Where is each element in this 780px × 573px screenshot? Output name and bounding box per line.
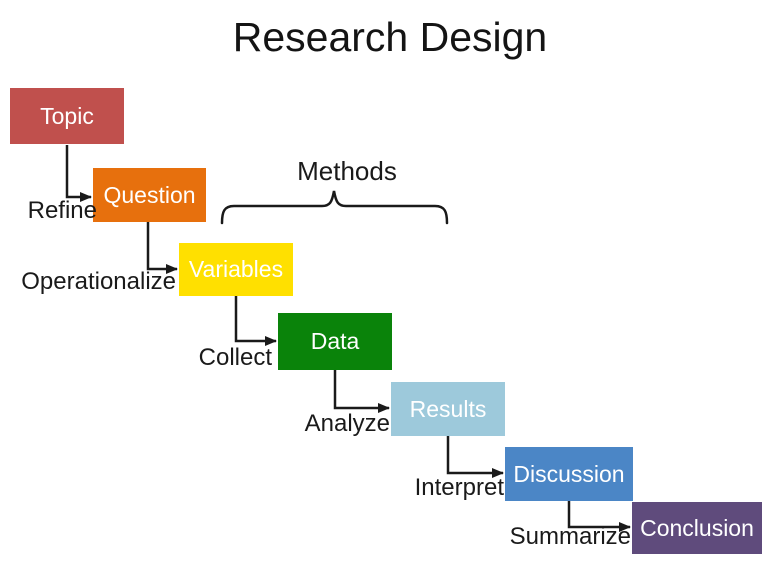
node-data: Data (278, 313, 392, 370)
edge-label-collect: Collect (198, 344, 272, 371)
edge-label-analyze: Analyze (304, 410, 390, 437)
node-conclusion: Conclusion (632, 502, 762, 554)
node-question: Question (93, 168, 206, 222)
arrow-variables-to-data (234, 296, 277, 346)
arrow-data-to-results (333, 370, 390, 413)
node-discussion: Discussion (505, 447, 633, 501)
arrow-question-to-variables (146, 222, 178, 274)
arrow-topic-to-question (65, 145, 92, 202)
arrow-results-to-discussion (446, 436, 504, 478)
edge-label-interpret: Interpret (414, 474, 504, 501)
node-results: Results (391, 382, 505, 436)
edge-label-summarize: Summarize (509, 523, 631, 550)
page-title: Research Design (232, 14, 548, 60)
methods-brace-icon (220, 190, 449, 225)
edge-label-operationalize: Operationalize (21, 268, 176, 295)
node-variables: Variables (179, 243, 293, 296)
node-topic: Topic (10, 88, 124, 144)
edge-label-refine: Refine (27, 197, 97, 224)
methods-group-label: Methods (297, 156, 397, 186)
